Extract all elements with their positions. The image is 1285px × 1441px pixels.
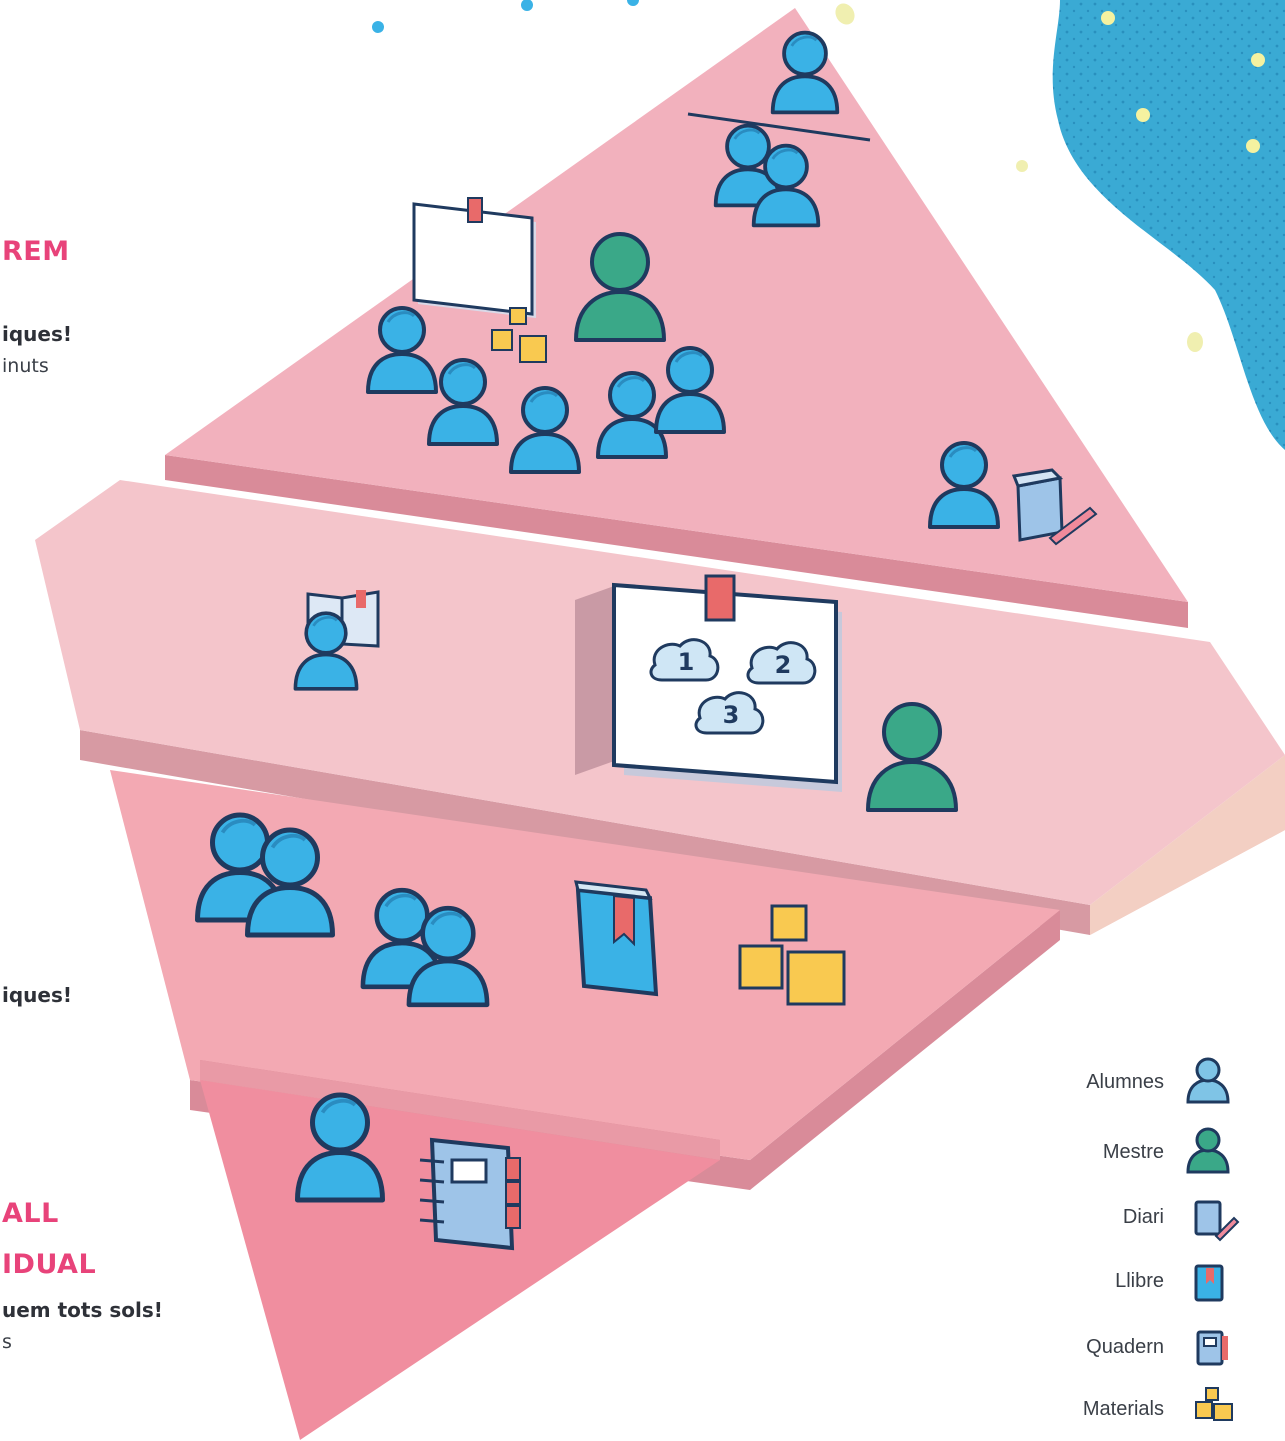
level-top (165, 8, 1188, 628)
diary-icon (1194, 1200, 1240, 1242)
legend-label-materials: Materials (1082, 1398, 1164, 1420)
legend-label-llibre: Llibre (1115, 1270, 1164, 1292)
thought-cloud-1: 1 (649, 638, 720, 682)
book-icon (574, 880, 659, 997)
materials-blocks (738, 904, 846, 1006)
legend-label-alumnes: Alumnes (1086, 1071, 1164, 1093)
notebook-icon (419, 1137, 521, 1251)
bottom-level-heading-line2: IDUAL (2, 1249, 97, 1280)
student-icon (1186, 1057, 1230, 1104)
notebook-icon (1196, 1330, 1228, 1366)
top-level-subtitle: iques! (2, 322, 72, 346)
legend-label-quadern: Quadern (1086, 1336, 1164, 1358)
diary-with-pencil (1011, 468, 1098, 546)
cloud-number: 3 (723, 701, 740, 729)
top-level-duration: inuts (2, 355, 49, 377)
legend-label-mestre: Mestre (1102, 1141, 1164, 1163)
decorative-blob (372, 0, 1285, 450)
whiteboard-small (412, 197, 536, 318)
materials-icon (1195, 1387, 1233, 1421)
cloud-number: 2 (775, 651, 792, 679)
thought-cloud-2: 2 (746, 641, 817, 685)
materials-blocks-small (491, 307, 547, 363)
thought-cloud-3: 3 (694, 691, 765, 735)
teacher-icon (1186, 1127, 1230, 1174)
book-icon (1194, 1264, 1224, 1302)
bottom-level-heading-line1: ALL (2, 1198, 59, 1229)
top-level-heading: REM (2, 236, 70, 267)
reading-student (293, 590, 380, 691)
middle-level-subtitle: iques! (2, 983, 72, 1007)
bottom-level-duration: s (2, 1331, 12, 1353)
legend-label-diari: Diari (1122, 1206, 1164, 1228)
bottom-level-subtitle: uem tots sols! (2, 1298, 163, 1322)
whiteboard-brainstorm: 1 2 3 (575, 574, 842, 792)
cloud-number: 1 (678, 648, 695, 676)
fraction-icon (687, 30, 871, 228)
